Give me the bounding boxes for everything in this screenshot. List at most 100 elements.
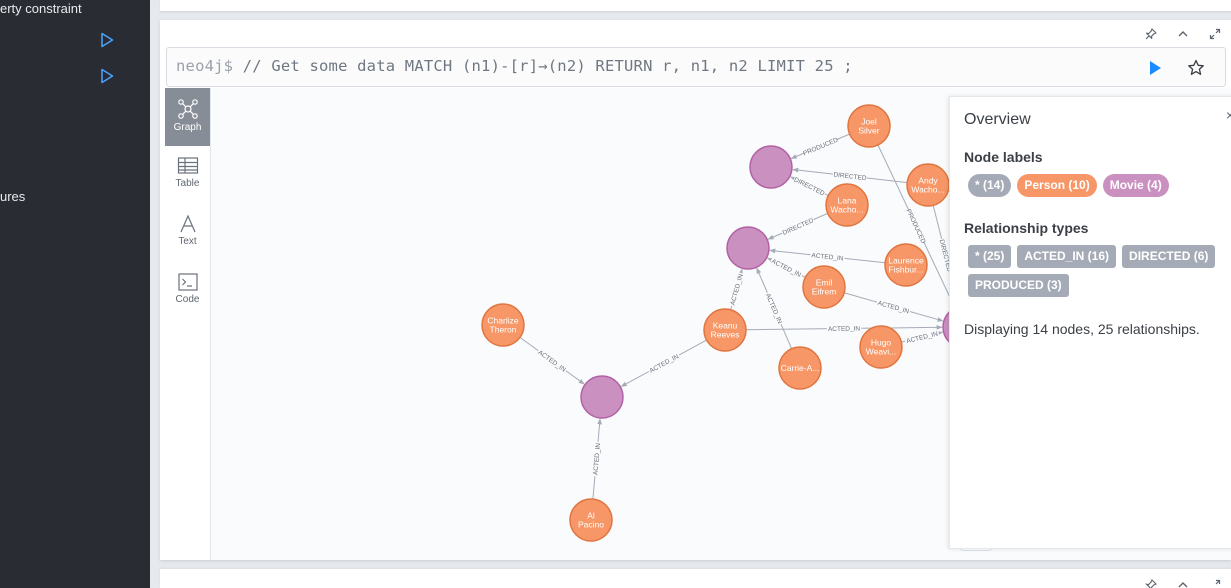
next-frame xyxy=(160,569,1231,588)
relationship-label: ACTED_IN xyxy=(537,349,567,374)
overview-panel: Overview × Node labels * (14)Person (10)… xyxy=(949,96,1231,549)
collapse-icon[interactable] xyxy=(1167,577,1199,588)
relationship-label: PRODUCED xyxy=(802,137,839,158)
node-labels-list: * (14)Person (10)Movie (4) xyxy=(968,174,1228,197)
person-node[interactable]: Carrie-A... xyxy=(778,346,822,390)
node-circle[interactable] xyxy=(884,243,928,287)
relationship-types-heading: Relationship types xyxy=(964,220,1089,236)
relationship-label-bg xyxy=(792,174,827,198)
node-circle[interactable] xyxy=(778,346,822,390)
node-circle[interactable] xyxy=(859,325,903,369)
tab-text[interactable]: Text xyxy=(165,204,210,262)
view-tabs: Graph Table Text Code xyxy=(165,88,211,560)
previous-frame xyxy=(160,0,1231,12)
relationship-label: ACTED_IN xyxy=(906,331,939,345)
relationship-label: PRODUCED xyxy=(904,208,926,245)
pin-icon[interactable] xyxy=(1135,26,1167,42)
node-circle[interactable] xyxy=(802,265,846,309)
movie-node[interactable] xyxy=(580,375,624,419)
relationship-label: ACTED_IN xyxy=(649,353,681,375)
movie-node[interactable] xyxy=(749,145,793,189)
node-circle[interactable] xyxy=(569,498,613,542)
tab-label: Code xyxy=(175,294,200,305)
play-icon[interactable] xyxy=(100,68,114,84)
play-icon[interactable] xyxy=(100,32,114,48)
close-icon[interactable]: × xyxy=(1226,107,1231,123)
sidebar-item-procedures[interactable]: ures xyxy=(0,189,25,204)
movie-node[interactable] xyxy=(726,226,770,270)
node-circle[interactable] xyxy=(847,104,891,148)
query-code: // Get some data MATCH (n1)-[r]→(n2) RET… xyxy=(242,57,853,75)
relationship-label: ACTED_IN xyxy=(592,442,602,475)
star-icon xyxy=(1188,59,1204,75)
tab-graph[interactable]: Graph xyxy=(165,88,210,146)
node-labels-heading: Node labels xyxy=(964,149,1043,165)
node-circle[interactable] xyxy=(481,303,525,347)
node-label: Carrie-A... xyxy=(781,363,820,373)
tab-table[interactable]: Table xyxy=(165,146,210,204)
relationship-label-bg xyxy=(769,256,804,280)
pin-icon[interactable] xyxy=(1135,577,1167,588)
node-circle[interactable] xyxy=(749,145,793,189)
sidebar-item-constraint[interactable]: erty constraint xyxy=(0,1,82,16)
relationship-label-bg xyxy=(646,351,681,376)
tab-code[interactable]: Code xyxy=(165,262,210,320)
relationship-label: ACTED_IN xyxy=(811,252,844,262)
run-button[interactable] xyxy=(1145,58,1165,78)
relationship-label-bg xyxy=(763,291,785,326)
relationship-type-chip[interactable]: ACTED_IN (16) xyxy=(1017,245,1117,268)
query-editor[interactable]: neo4j$ // Get some data MATCH (n1)-[r]→(… xyxy=(166,47,1226,87)
query-text[interactable]: neo4j$ // Get some data MATCH (n1)-[r]→(… xyxy=(176,57,853,75)
node-label-chip[interactable]: Movie (4) xyxy=(1102,174,1169,197)
relationship-type-chip[interactable]: DIRECTED (6) xyxy=(1122,245,1216,268)
collapse-icon[interactable] xyxy=(1167,26,1199,42)
relationship-label: ACTED_IN xyxy=(828,326,861,333)
tab-label: Graph xyxy=(173,122,202,133)
node-label-chip[interactable]: * (14) xyxy=(968,174,1012,197)
text-icon xyxy=(179,214,196,233)
overview-title: Overview xyxy=(964,111,1031,128)
relationship-label-bg xyxy=(727,271,745,308)
relationship-label: DIRECTED xyxy=(833,171,867,182)
node-label-chip[interactable]: Person (10) xyxy=(1017,174,1097,197)
relationship-label-bg xyxy=(875,298,912,316)
result-stream: neo4j$ // Get some data MATCH (n1)-[r]→(… xyxy=(150,0,1231,588)
play-icon xyxy=(1150,61,1161,75)
node-circle[interactable] xyxy=(703,308,747,352)
frame-controls xyxy=(1135,26,1231,42)
relationship-label-bg xyxy=(780,215,816,237)
expand-icon[interactable] xyxy=(1199,26,1231,42)
node-circle[interactable] xyxy=(825,183,869,227)
favorite-button[interactable] xyxy=(1186,58,1206,78)
relationship-label-bg xyxy=(826,324,862,333)
expand-icon[interactable] xyxy=(1199,577,1231,588)
tab-label: Table xyxy=(175,178,200,189)
relationship-type-chip[interactable]: * (25) xyxy=(968,245,1012,268)
graph-svg[interactable]: PRODUCEDDIRECTEDDIRECTEDDIRECTEDACTED_IN… xyxy=(211,88,1231,560)
node-circle[interactable] xyxy=(580,375,624,419)
relationship-types-list: * (25)ACTED_IN (16)DIRECTED (6) PRODUCED … xyxy=(968,245,1228,297)
relationship-label-bg xyxy=(809,250,846,263)
relationship-type-chip[interactable]: PRODUCED (3) xyxy=(968,274,1069,297)
relationship-label: ACTED_IN xyxy=(877,300,910,316)
node-circle[interactable] xyxy=(726,226,770,270)
relationship-label: ACTED_IN xyxy=(729,273,745,306)
relationship-label-bg xyxy=(905,208,928,244)
table-icon xyxy=(177,157,198,174)
relationship-label-bg xyxy=(904,329,940,346)
